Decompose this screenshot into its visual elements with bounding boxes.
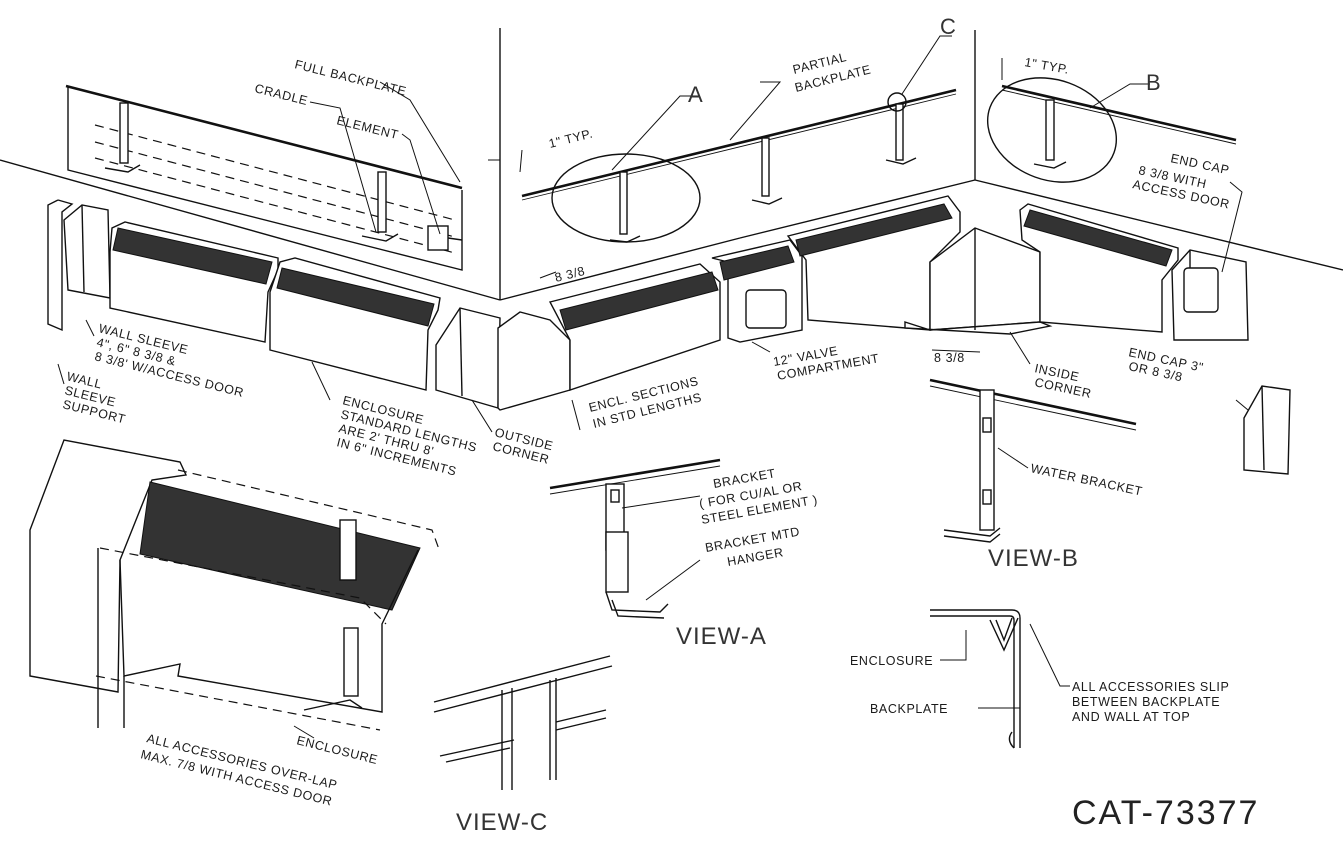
label-slip-2: BETWEEN BACKPLATE — [1072, 695, 1220, 709]
detail-letter-b: B — [1146, 70, 1161, 95]
enclosure-section-2 — [269, 257, 441, 391]
enclosure-section-1 — [109, 221, 279, 343]
view-b-title: VIEW-B — [988, 545, 1079, 572]
center-corner-piece — [497, 311, 571, 411]
enclosure-section-3 — [548, 263, 721, 391]
full-backplate — [65, 84, 463, 271]
valve-compartment — [711, 239, 803, 343]
enclosure-section-detail — [930, 609, 1021, 749]
detail-b-backplate — [986, 77, 1237, 183]
room-lines — [0, 28, 1343, 301]
label-backplate-c: BACKPLATE — [870, 702, 948, 716]
leader-lines — [57, 35, 1249, 739]
outside-corner — [435, 307, 501, 409]
label-full-backplate: FULL BACKPLATE — [293, 57, 408, 98]
label-typ-a: 1" TYP. — [547, 126, 594, 150]
end-cap-small — [1243, 385, 1291, 475]
label-water-bracket: WATER BRACKET — [1029, 461, 1143, 498]
enclosure-section-5 — [1019, 203, 1179, 333]
view-c-detail — [433, 655, 613, 790]
catalog-number: CAT-73377 — [1072, 794, 1259, 832]
label-cradle: CRADLE — [253, 81, 309, 108]
detail-letter-a: A — [688, 82, 703, 107]
end-cap-access — [1171, 249, 1249, 341]
water-bracket-view — [929, 378, 1137, 543]
partial-backplate — [521, 88, 957, 243]
label-dim-inside: 8 3/8 — [934, 351, 965, 365]
bracket-view-a — [549, 458, 721, 619]
label-enclosure-detail: ENCLOSURE — [295, 733, 379, 767]
label-slip-3: AND WALL AT TOP — [1072, 710, 1190, 724]
label-enclosure-c: ENCLOSURE — [850, 654, 933, 668]
label-element: ELEMENT — [335, 113, 400, 142]
view-c-title: VIEW-C — [456, 809, 548, 836]
enclosure-exploded-detail — [29, 439, 441, 731]
detail-letter-c: C — [940, 14, 956, 39]
wall-sleeve-support — [47, 199, 74, 332]
view-a-title: VIEW-A — [676, 623, 767, 650]
label-slip-1: ALL ACCESSORIES SLIP — [1072, 680, 1229, 694]
label-typ-b: 1" TYP. — [1023, 55, 1070, 77]
enclosure-section-4 — [786, 195, 961, 331]
wall-sleeve — [63, 204, 111, 299]
